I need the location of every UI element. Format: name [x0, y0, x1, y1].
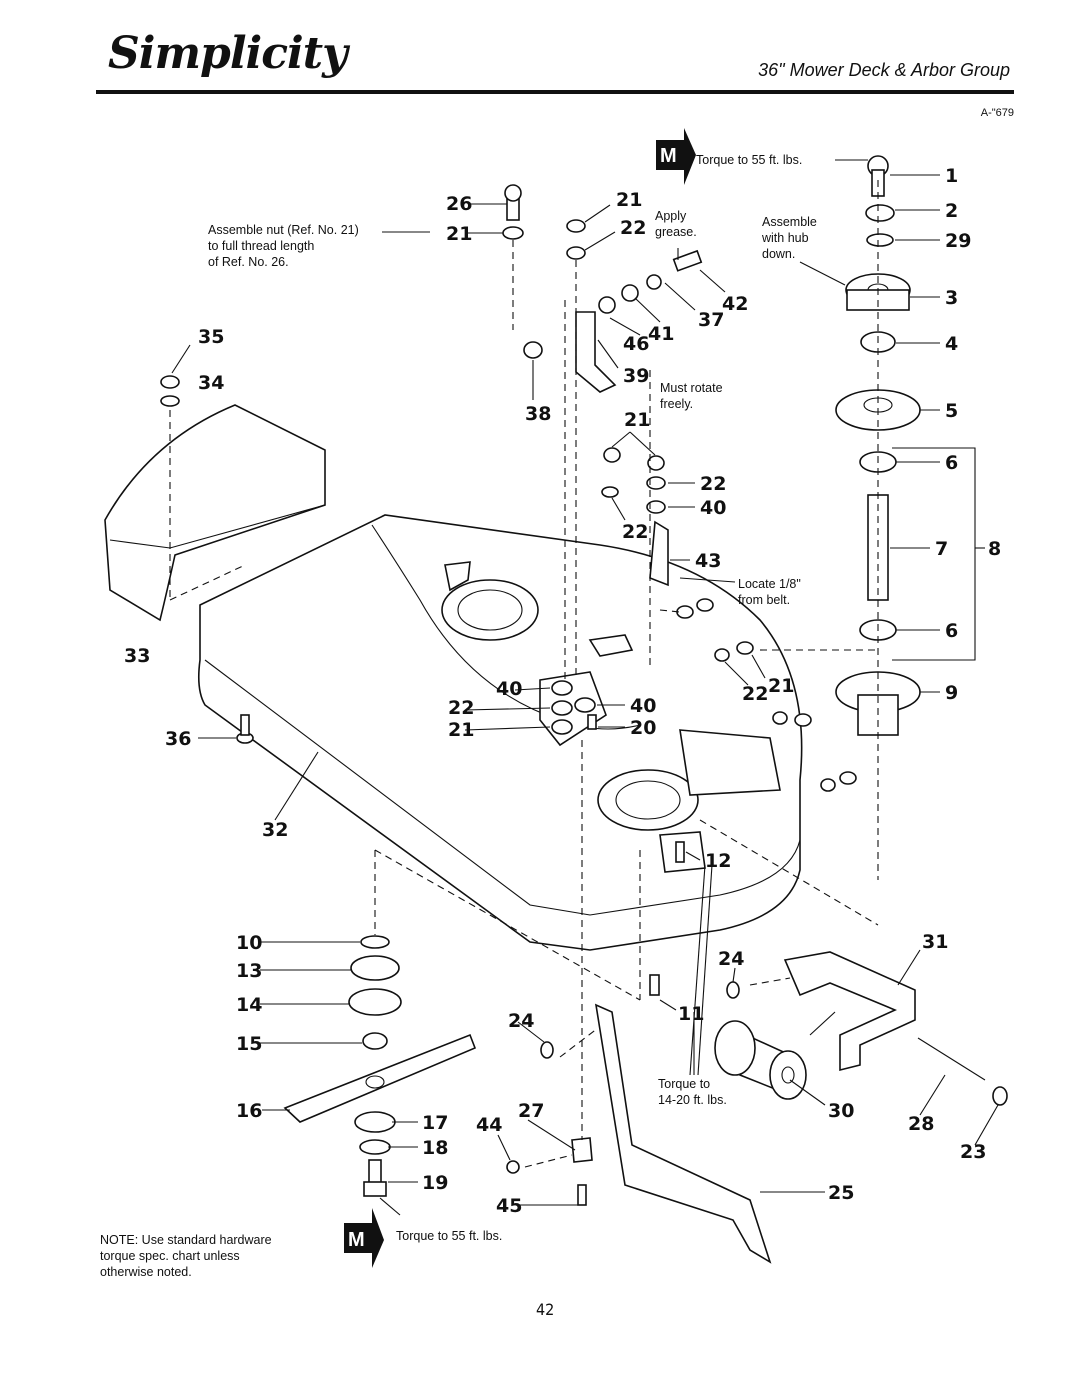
note-assemble-nut-1: Assemble nut (Ref. No. 21)	[208, 223, 359, 237]
callout-31: 31	[922, 931, 948, 953]
callout-16: 16	[236, 1100, 262, 1122]
callout-29: 29	[945, 230, 971, 252]
assembly-notes: Torque to 55 ft. lbs. Assemble nut (Ref.…	[100, 153, 817, 1279]
m-badge-label-top: M	[660, 145, 677, 167]
callout-33: 33	[124, 645, 150, 667]
note-locate-1: Locate 1/8"	[738, 577, 801, 591]
callout-13: 13	[236, 960, 262, 982]
callout-12: 12	[705, 850, 731, 872]
note-must-rotate-1: Must rotate	[660, 381, 723, 395]
torque-marker-bottom: M	[344, 1208, 384, 1268]
callout-3: 3	[945, 287, 958, 309]
callout-2: 2	[945, 200, 958, 222]
callout-45: 45	[496, 1195, 522, 1217]
note-locate-2: from belt.	[738, 593, 790, 607]
callout-30: 30	[828, 1100, 854, 1122]
page-number: 42	[536, 1300, 555, 1319]
callout-20: 20	[630, 717, 656, 739]
blade-hardware-stack	[348, 935, 402, 1197]
leader-lines	[171, 159, 999, 1216]
idler-bracket	[783, 951, 916, 1072]
callout-40-right: 40	[630, 695, 656, 717]
header-rule	[96, 90, 1014, 94]
callout-36: 36	[165, 728, 191, 750]
simplicity-logo: Simplicity	[108, 28, 348, 79]
callout-34: 34	[198, 372, 224, 394]
callout-21-top: 21	[616, 189, 642, 211]
callout-19: 19	[422, 1172, 448, 1194]
callout-18: 18	[422, 1137, 448, 1159]
callout-26: 26	[446, 193, 472, 215]
anti-scalp-roller	[714, 1020, 807, 1100]
note-torque-bottom: Torque to 55 ft. lbs.	[396, 1229, 502, 1243]
small-hardware	[160, 184, 1008, 1206]
callout-24-left: 24	[508, 1010, 534, 1032]
callout-35: 35	[198, 326, 224, 348]
mower-blade	[283, 1033, 477, 1123]
callout-11: 11	[678, 1003, 704, 1025]
note-torque-top: Torque to 55 ft. lbs.	[696, 153, 802, 167]
callout-9: 9	[945, 682, 958, 704]
note-torque-14-1: Torque to	[658, 1077, 710, 1091]
torque-marker-top: M	[656, 128, 696, 185]
callout-41: 41	[648, 323, 674, 345]
callout-38: 38	[525, 403, 551, 425]
callout-42: 42	[722, 293, 748, 315]
callout-23: 23	[960, 1141, 986, 1163]
assembly-lines	[169, 180, 879, 1168]
callout-21-mid: 21	[624, 409, 650, 431]
callout-17: 17	[422, 1112, 448, 1134]
callout-27: 27	[518, 1100, 544, 1122]
callout-21-side: 21	[768, 675, 794, 697]
callout-6-upper: 6	[945, 452, 958, 474]
note-assemble-nut-3: of Ref. No. 26.	[208, 255, 289, 269]
footnote-line-1: NOTE: Use standard hardware	[100, 1233, 272, 1247]
callout-22-left: 22	[448, 697, 474, 719]
note-apply-grease-2: grease.	[655, 225, 697, 239]
callout-24-right: 24	[718, 948, 744, 970]
callout-25: 25	[828, 1182, 854, 1204]
callout-4: 4	[945, 333, 958, 355]
callout-22-lower: 22	[622, 521, 648, 543]
note-assemble-hub-1: Assemble	[762, 215, 817, 229]
m-badge-label-bottom: M	[348, 1229, 365, 1251]
callout-21-left: 21	[448, 719, 474, 741]
callout-44: 44	[476, 1114, 502, 1136]
callout-22-mid: 22	[700, 473, 726, 495]
callout-39: 39	[623, 365, 649, 387]
callout-15: 15	[236, 1033, 262, 1055]
page-title: 36" Mower Deck & Arbor Group	[758, 60, 1010, 80]
callout-40-left: 40	[496, 678, 522, 700]
footnote-line-2: torque spec. chart unless	[100, 1249, 240, 1263]
callout-10: 10	[236, 932, 262, 954]
callout-5: 5	[945, 400, 958, 422]
footnote-line-3: otherwise noted.	[100, 1265, 192, 1279]
callout-8: 8	[988, 538, 1001, 560]
note-assemble-hub-2: with hub	[761, 231, 809, 245]
callout-21-nut: 21	[446, 223, 472, 245]
note-apply-grease-1: Apply	[655, 209, 687, 223]
callout-40-mid: 40	[700, 497, 726, 519]
note-assemble-hub-3: down.	[762, 247, 795, 261]
callout-numbers: 1 2 29 3 4 5 6 7 8 6 9 26 21 21 22 42 37…	[124, 165, 1001, 1217]
callout-43: 43	[695, 550, 721, 572]
figure-code: A-"679	[980, 107, 1014, 119]
callout-37: 37	[698, 309, 724, 331]
note-torque-14-2: 14-20 ft. lbs.	[658, 1093, 727, 1107]
callout-7: 7	[935, 538, 948, 560]
callout-28: 28	[908, 1113, 934, 1135]
callout-22-top: 22	[620, 217, 646, 239]
callout-6-lower: 6	[945, 620, 958, 642]
callout-14: 14	[236, 994, 262, 1016]
callout-46: 46	[623, 333, 649, 355]
note-must-rotate-2: freely.	[660, 397, 693, 411]
callout-1: 1	[945, 165, 958, 187]
discharge-bracket	[594, 1003, 772, 1264]
callout-32: 32	[262, 819, 288, 841]
note-assemble-nut-2: to full thread length	[208, 239, 314, 253]
callout-22-side: 22	[742, 683, 768, 705]
